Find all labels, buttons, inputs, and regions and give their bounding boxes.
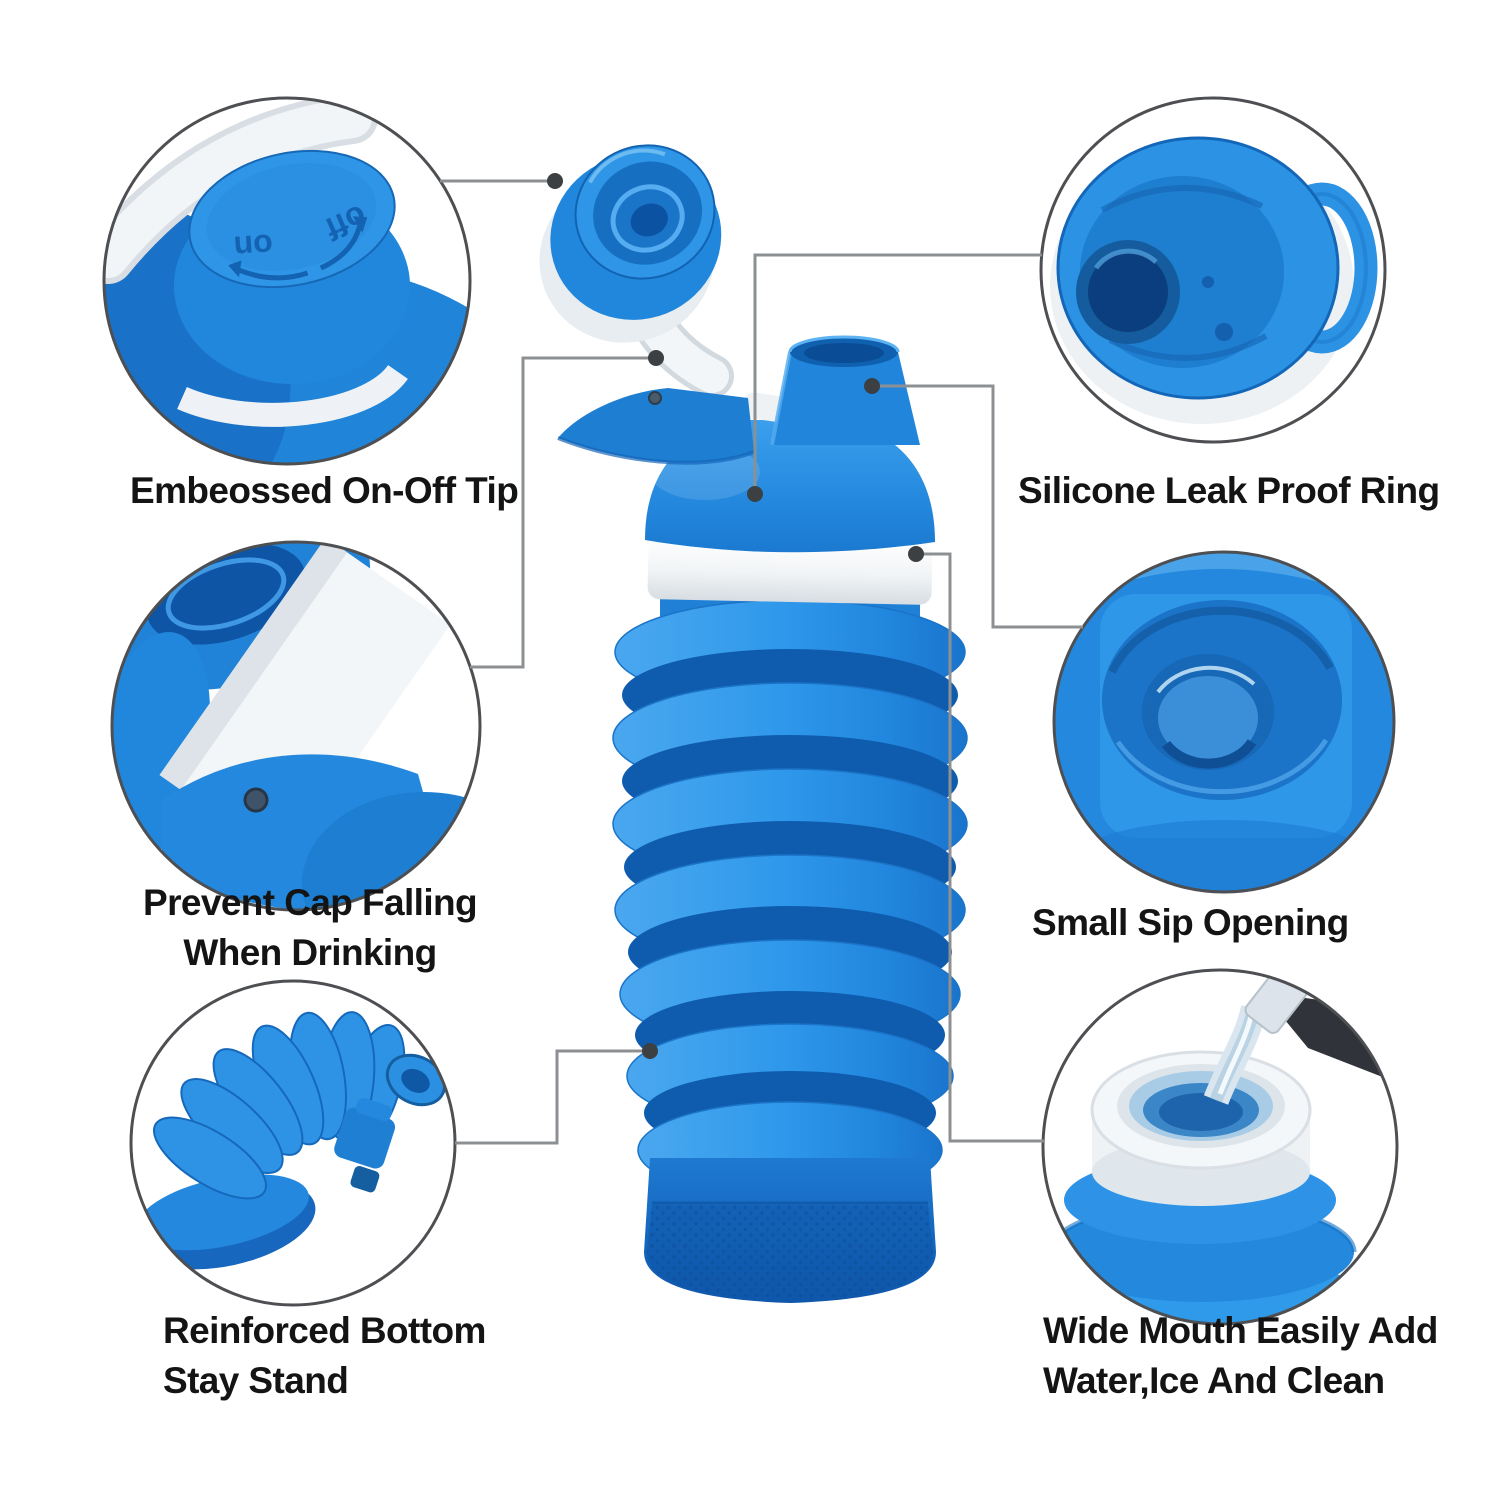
callout-line-prevent-cap-falling [470,356,652,669]
on-arrow-icon [236,267,309,281]
collapsed-cap [385,1053,447,1107]
lid-hinge-beak [557,388,755,465]
bottle [539,144,968,1303]
sip-hole [1088,252,1168,332]
callout-line-small-sip-opening [875,384,1083,629]
lid-top-view [1056,136,1378,400]
callout-label-prevent-cap-falling: Prevent Cap Falling When Drinking [128,878,492,978]
callout-circle-wide-mouth [1043,970,1397,1324]
strap-in-circle [104,98,372,278]
label-line: Embeossed On-Off Tip [130,470,519,511]
callout-label-silicone-leak-proof-ring: Silicone Leak Proof Ring [1018,466,1440,516]
label-line: When Drinking [183,932,437,973]
bottle-body [612,599,968,1199]
hinge-pivot-screw [648,391,662,405]
callout-lines [440,179,1083,1145]
label-line: Wide Mouth Easily Add [1043,1310,1438,1351]
off-arrow-icon [319,222,363,271]
callout-label-small-sip-opening: Small Sip Opening [1032,898,1349,948]
callout-label-embossed-on-off-tip: Embeossed On-Off Tip [130,466,519,516]
callout-label-reinforced-bottom: Reinforced Bottom Stay Stand [163,1306,486,1406]
callout-circle-embossed-on-off-tip: on off [104,98,470,464]
label-line: Prevent Cap Falling [142,882,478,923]
collapsed-lid [334,1097,396,1193]
label-line: Water,Ice And Clean [1043,1360,1385,1401]
sip-opening-recess [1102,600,1342,800]
bottle-base [644,1158,936,1303]
label-line: Reinforced Bottom [163,1310,486,1351]
cap-top-face: on off [188,149,396,289]
leak-proof-ring [647,535,933,605]
callout-circle-silicone-leak-proof-ring [1041,98,1385,442]
label-line: Stay Stand [163,1360,349,1401]
sip-spout [770,335,920,446]
pivot-screw-in-circle [243,787,269,813]
label-line: Silicone Leak Proof Ring [1018,470,1440,511]
callout-line-silicone-leak-proof-ring [753,253,1042,492]
callout-circle-reinforced-bottom [131,981,455,1305]
callout-line-wide-mouth [918,552,1044,1143]
callout-dots [547,173,924,1059]
label-line: Small Sip Opening [1032,902,1349,943]
flip-cap [539,144,722,343]
collapsed-bottle [134,1011,447,1270]
cap-on-marking: on [233,227,275,266]
callout-label-wide-mouth: Wide Mouth Easily Add Water,Ice And Clea… [1043,1306,1438,1406]
callout-circle-small-sip-opening [1054,552,1394,892]
callout-line-reinforced-bottom [455,1049,646,1145]
